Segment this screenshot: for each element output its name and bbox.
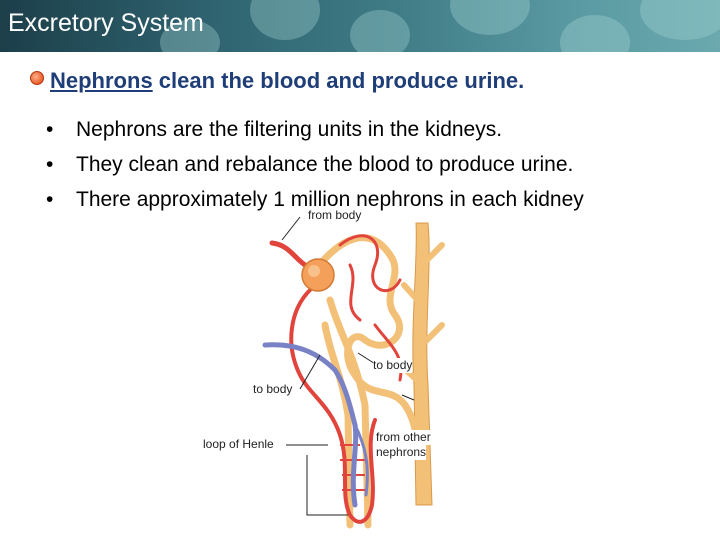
list-item: • Nephrons are the filtering units in the… [46,112,584,147]
title-bar: Excretory System [0,0,720,52]
subtitle-keyword: Nephrons [50,68,153,93]
vein-branch [353,423,369,497]
bullet-dot: • [46,153,54,176]
nephron-illustration [262,216,445,529]
vein [262,342,359,508]
subtitle-row: Nephrons clean the blood and produce uri… [30,68,524,94]
list-item: • They clean and rebalance the blood to p… [46,147,584,182]
afferent-arteriole [269,240,311,270]
list-item: • There approximately 1 million nephrons … [46,182,584,217]
orange-bullet-icon [30,71,44,85]
leader-line [281,216,301,241]
list-item-text: Nephrons are the filtering units in the … [76,118,503,141]
background-cell-shape [250,0,320,40]
leader-line [299,354,321,390]
glomerulus-highlight [308,265,320,277]
subtitle-text: clean the blood and produce urine. [152,68,525,93]
background-cell-shape [350,10,410,52]
label-to-body-1: to body [373,358,413,373]
bullet-dot: • [46,188,54,211]
bullet-dot: • [46,118,54,141]
peritubular-capillaries [338,234,403,382]
nephron-diagram: from body to body to body loop of Henle … [190,205,460,540]
slide-subtitle: Nephrons clean the blood and produce uri… [50,68,524,93]
list-item-text: There approximately 1 million nephrons i… [76,188,584,211]
label-from-other-nephrons-line2: nephrons [376,445,427,460]
slide-title: Excretory System [8,9,204,37]
background-cell-shape [160,20,220,52]
convoluted-tubule [306,234,422,449]
label-from-other-nephrons-line1: from other [376,430,431,445]
leader-line [401,394,415,401]
leader-bracket [306,455,348,516]
background-cell-shape [560,15,630,52]
label-from-body: from body [308,208,362,223]
list-item-text: They clean and rebalance the blood to pr… [76,153,574,176]
bullet-list: • Nephrons are the filtering units in the… [46,112,584,217]
background-cell-shape [450,0,530,35]
label-to-body-2: to body [253,382,293,397]
label-loop-of-henle: loop of Henle [203,437,274,452]
background-cell-shape [640,0,720,40]
collecting-duct-branches [401,242,445,388]
